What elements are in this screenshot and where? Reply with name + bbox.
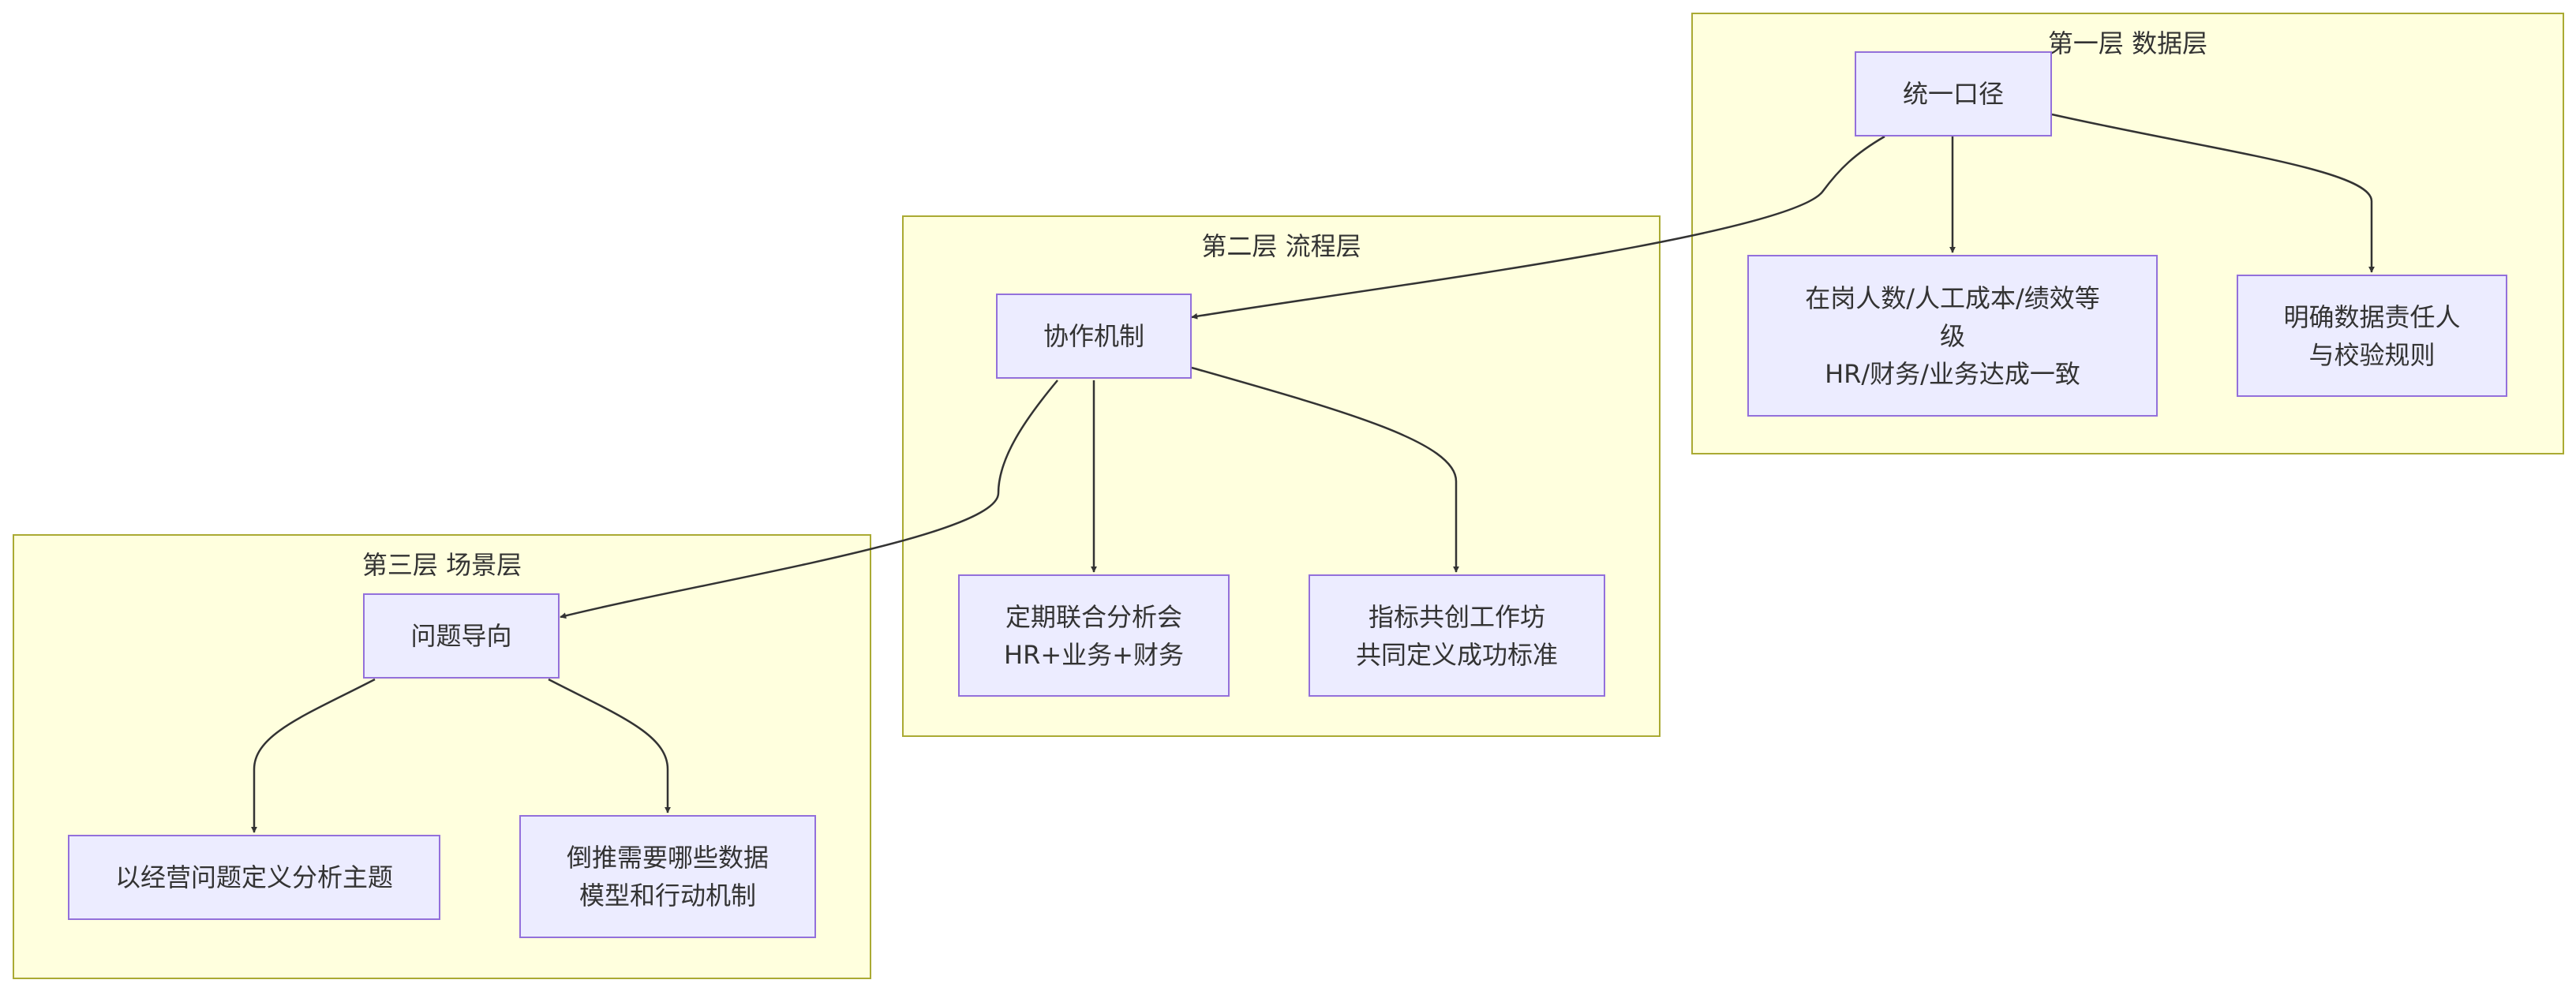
node-collab-mechanism-line1: 协作机制 — [1043, 321, 1144, 351]
node-joint-meeting-line2: HR+业务+财务 — [1004, 639, 1184, 670]
node-joint-meeting[interactable]: 定期联合分析会 HR+业务+财务 — [958, 574, 1230, 697]
node-collab-mechanism[interactable]: 协作机制 — [996, 294, 1192, 379]
node-backward-data-line1: 倒推需要哪些数据 — [566, 843, 769, 873]
node-business-topics[interactable]: 以经营问题定义分析主题 — [68, 835, 440, 920]
node-problem-oriented[interactable]: 问题导向 — [363, 593, 560, 679]
node-data-owner-line2: 与校验规则 — [2308, 339, 2436, 370]
node-data-owner[interactable]: 明确数据责任人 与校验规则 — [2237, 275, 2507, 397]
node-metric-workshop[interactable]: 指标共创工作坊 共同定义成功标准 — [1309, 574, 1605, 697]
cluster-title-layer2: 第二层 流程层 — [1201, 231, 1361, 261]
node-backward-data[interactable]: 倒推需要哪些数据 模型和行动机制 — [519, 815, 816, 938]
node-unified-caliber[interactable]: 统一口径 — [1855, 51, 2052, 136]
node-metric-workshop-line2: 共同定义成功标准 — [1355, 639, 1558, 670]
node-metric-workshop-line1: 指标共创工作坊 — [1368, 601, 1545, 632]
node-backward-data-line2: 模型和行动机制 — [578, 881, 756, 911]
node-headcount-cost[interactable]: 在岗人数/人工成本/绩效等 级 HR/财务/业务达成一致 — [1747, 255, 2158, 417]
cluster-title-layer3: 第三层 场景层 — [361, 550, 522, 580]
cluster-title-layer1: 第一层 数据层 — [2047, 28, 2208, 58]
node-headcount-cost-line2: 级 — [1939, 320, 1965, 351]
node-business-topics-line1: 以经营问题定义分析主题 — [114, 862, 393, 892]
node-joint-meeting-line1: 定期联合分析会 — [1005, 601, 1182, 632]
node-data-owner-line1: 明确数据责任人 — [2283, 301, 2461, 332]
node-headcount-cost-line1: 在岗人数/人工成本/绩效等 — [1805, 282, 2100, 313]
node-headcount-cost-line3: HR/财务/业务达成一致 — [1825, 358, 2080, 389]
node-unified-caliber-line1: 统一口径 — [1902, 79, 2004, 109]
node-problem-oriented-line1: 问题导向 — [410, 621, 512, 651]
